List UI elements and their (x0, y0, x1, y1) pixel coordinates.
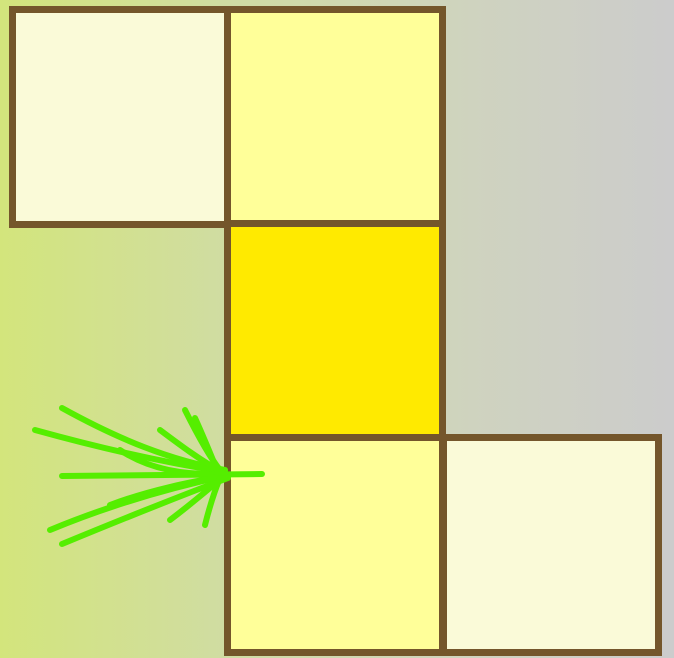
board-cell[interactable] (440, 434, 662, 656)
grass-blade (35, 430, 225, 472)
grass-blade (62, 478, 228, 544)
grass-blade (185, 410, 220, 470)
board-cell[interactable] (224, 6, 446, 228)
grass-blade (205, 478, 220, 525)
board-cell[interactable] (224, 434, 446, 656)
grass-blade (195, 418, 218, 472)
grass-blade (110, 476, 225, 505)
grass-blade (160, 430, 222, 472)
grass-blade (120, 450, 222, 474)
grass-blade (50, 476, 225, 530)
board-cell[interactable] (9, 6, 231, 228)
grass-blade (62, 408, 225, 470)
grass-blade (170, 478, 222, 520)
board-cell[interactable] (224, 220, 446, 442)
